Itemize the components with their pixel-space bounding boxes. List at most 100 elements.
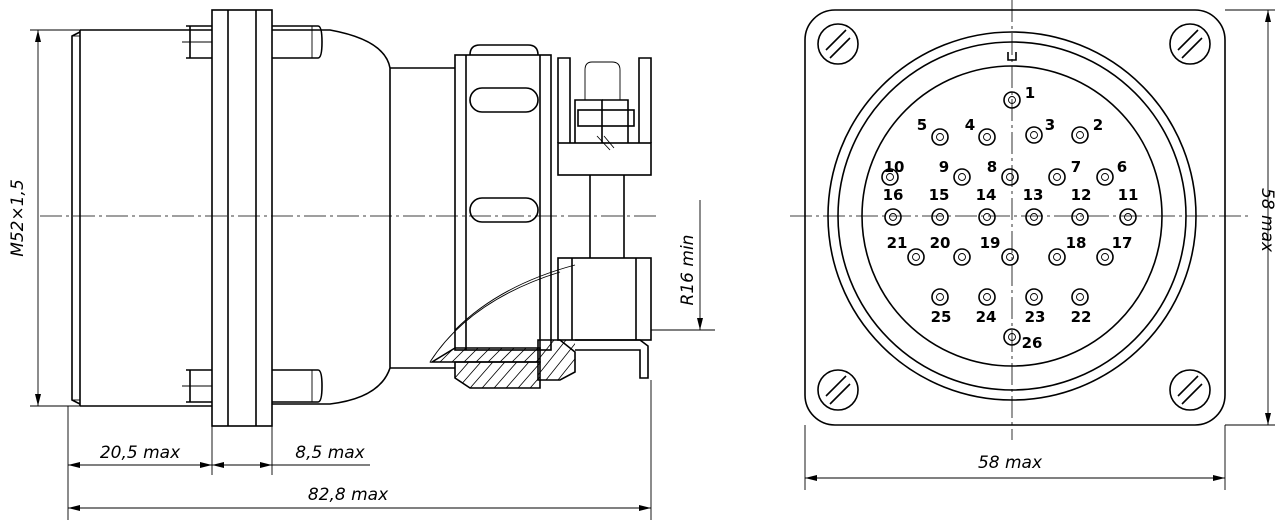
pin-contact-inner xyxy=(1030,131,1038,139)
flange-front xyxy=(804,9,1226,426)
pin-contact-outer xyxy=(1096,168,1114,186)
pin-contact-inner xyxy=(889,213,897,221)
pin-1: 1 xyxy=(1003,84,1035,109)
pin-contact-outer xyxy=(1003,328,1021,346)
pin-contact-inner xyxy=(1030,293,1038,301)
pin-contact-inner xyxy=(1030,213,1038,221)
pin-contact-outer xyxy=(1071,126,1089,144)
pin-13: 13 xyxy=(1023,186,1044,226)
pin-2: 2 xyxy=(1071,116,1103,144)
pin-5: 5 xyxy=(917,116,949,146)
pin-label: 15 xyxy=(929,186,950,204)
pin-9: 9 xyxy=(939,158,971,186)
pin-contact-outer xyxy=(953,248,971,266)
pin-label: 3 xyxy=(1045,116,1055,134)
pin-16: 16 xyxy=(883,186,904,226)
width-dimension: 58 max xyxy=(978,453,1043,473)
pin-14: 14 xyxy=(976,186,997,226)
pin-contact-inner xyxy=(1101,173,1109,181)
pin-label: 8 xyxy=(987,158,997,176)
mounting-screw-tl xyxy=(817,23,859,65)
pin-contact-outer xyxy=(931,208,949,226)
total-length-dimension: 82,8 max xyxy=(308,485,389,505)
pin-label: 20 xyxy=(930,234,951,252)
pin-11: 11 xyxy=(1118,186,1139,226)
pin-21: 21 xyxy=(887,234,925,266)
pin-contact-outer xyxy=(881,168,899,186)
pin-contact-inner xyxy=(1076,131,1084,139)
pin-contact-inner xyxy=(1008,96,1016,104)
pin-label: 14 xyxy=(976,186,997,204)
pin-contact-outer xyxy=(953,168,971,186)
pin-label: 5 xyxy=(917,116,927,134)
pin-label: 16 xyxy=(883,186,904,204)
pin-contact-outer xyxy=(1119,208,1137,226)
pin-7: 7 xyxy=(1048,158,1081,186)
side-view: M52×1,5 20,5 max 8,5 max 82,8 max R16 mi… xyxy=(8,9,715,520)
pin-contact-outer xyxy=(1001,168,1019,186)
clamp-body xyxy=(429,44,576,363)
pin-contact-inner xyxy=(1006,253,1014,261)
pin-label: 12 xyxy=(1071,186,1092,204)
pin-label: 11 xyxy=(1118,186,1139,204)
pin-label: 9 xyxy=(939,158,949,176)
pin-contact-outer xyxy=(978,288,996,306)
pin-contact-outer xyxy=(1025,288,1043,306)
pin-contact-inner xyxy=(983,133,991,141)
pin-6: 6 xyxy=(1096,158,1127,186)
height-dimension: 58 max xyxy=(1257,188,1277,253)
pin-contact-inner xyxy=(1008,333,1016,341)
pin-contact-inner xyxy=(1053,173,1061,181)
side-dimensions xyxy=(30,29,715,520)
pin-contact-inner xyxy=(1076,213,1084,221)
rear-housing xyxy=(272,29,455,405)
middle-ring xyxy=(837,41,1187,391)
front-length-dimension: 20,5 max xyxy=(100,443,181,463)
pin-label: 6 xyxy=(1117,158,1127,176)
pin-label: 21 xyxy=(887,234,908,252)
pin-contact-outer xyxy=(1025,126,1043,144)
pin-label: 19 xyxy=(980,234,1001,252)
pin-contact-outer xyxy=(1048,168,1066,186)
pin-contact-outer xyxy=(1071,208,1089,226)
pin-26: 26 xyxy=(1003,328,1043,352)
front-dimensions xyxy=(804,9,1275,490)
pin-label: 23 xyxy=(1025,308,1046,326)
pin-contact-inner xyxy=(983,293,991,301)
pin-3: 3 xyxy=(1025,116,1055,144)
pin-22: 22 xyxy=(1071,288,1091,326)
mounting-screw-bl xyxy=(817,369,859,411)
bend-radius-dimension: R16 min xyxy=(678,235,698,306)
pin-layout: 1234567891011121314151617181920212223242… xyxy=(881,84,1139,352)
pin-contact-outer xyxy=(884,208,902,226)
pin-contact-inner xyxy=(1076,293,1084,301)
pin-25: 25 xyxy=(931,288,951,326)
pin-label: 13 xyxy=(1023,186,1044,204)
pin-contact-outer xyxy=(907,248,925,266)
thread-dimension: M52×1,5 xyxy=(8,179,28,257)
pin-contact-outer xyxy=(1096,248,1114,266)
pin-contact-inner xyxy=(958,173,966,181)
pin-contact-outer xyxy=(1071,288,1089,306)
pin-18: 18 xyxy=(1048,234,1086,266)
pin-label: 26 xyxy=(1022,334,1043,352)
strain-relief xyxy=(557,57,652,341)
pin-contact-inner xyxy=(983,213,991,221)
pin-20: 20 xyxy=(930,234,971,266)
pin-contact-inner xyxy=(936,133,944,141)
pin-contact-inner xyxy=(1124,213,1132,221)
pin-contact-inner xyxy=(936,213,944,221)
front-view: 1234567891011121314151617181920212223242… xyxy=(790,0,1277,490)
pin-contact-inner xyxy=(1101,253,1109,261)
pin-contact-outer xyxy=(1048,248,1066,266)
pin-contact-outer xyxy=(1001,248,1019,266)
flange-side xyxy=(182,9,323,427)
pin-label: 4 xyxy=(965,116,975,134)
pin-contact-inner xyxy=(912,253,920,261)
pin-label: 7 xyxy=(1071,158,1081,176)
outer-ring xyxy=(827,31,1197,401)
pin-8: 8 xyxy=(987,158,1019,186)
section-hatching xyxy=(429,339,649,389)
pin-label: 24 xyxy=(976,308,997,326)
